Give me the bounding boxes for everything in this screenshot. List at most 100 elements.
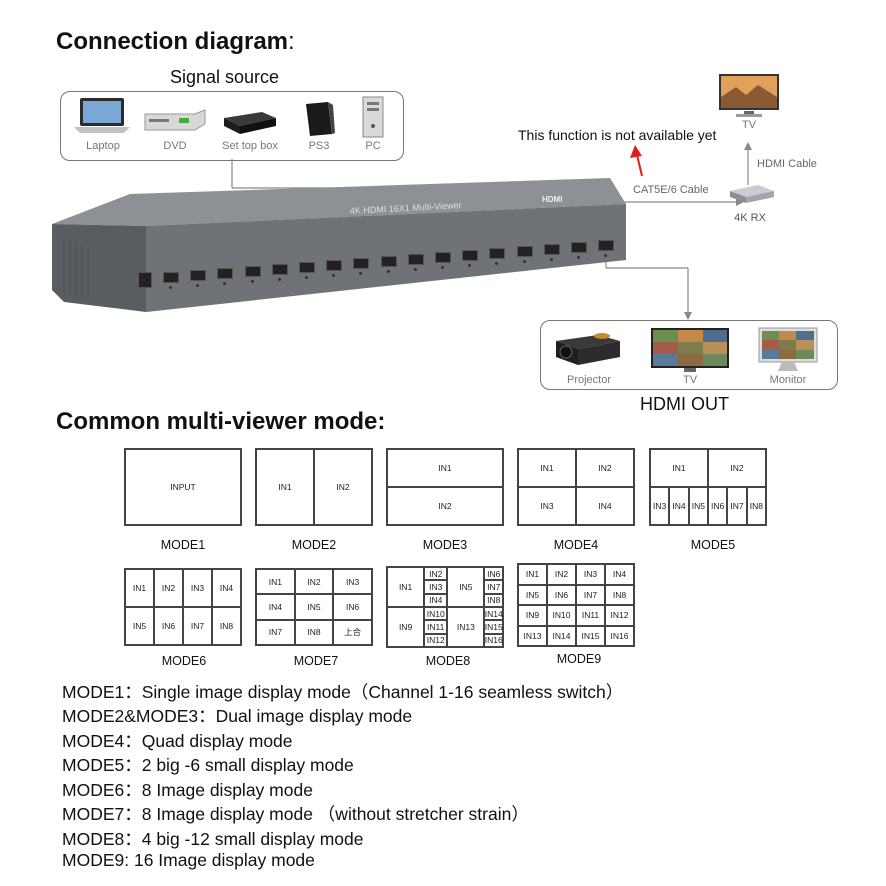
mode9-cell: IN4 xyxy=(605,564,634,585)
tv-icon xyxy=(719,74,779,117)
mode5-cell: IN7 xyxy=(727,487,747,525)
mode8-caption: MODE8 xyxy=(425,654,471,668)
mode4-cell: IN2 xyxy=(576,449,634,487)
mode5-cell: IN8 xyxy=(746,487,766,525)
source-label-set-top-box: Set top box xyxy=(222,140,278,152)
mode8-cell: IN2 xyxy=(424,567,448,581)
mode9-cell: IN9 xyxy=(518,605,547,626)
mode4-cell: IN4 xyxy=(576,487,634,525)
hdmi-input-port xyxy=(407,254,424,265)
mode3-caption: MODE3 xyxy=(422,538,468,552)
power-port xyxy=(138,272,152,288)
mode8-cell: IN7 xyxy=(484,580,503,594)
monitor-icon xyxy=(758,327,818,371)
port-indicator xyxy=(169,286,172,289)
page-title-colon: : xyxy=(288,28,295,55)
signal-source-heading: Signal source xyxy=(170,67,280,87)
mode4-cell: IN1 xyxy=(518,449,576,487)
mode9-cell: IN3 xyxy=(576,564,605,585)
mode7-caption: MODE7 xyxy=(293,654,339,668)
mode9-cell: IN2 xyxy=(547,564,576,585)
mode7-cell: IN8 xyxy=(294,619,334,645)
mode5-cell: IN3 xyxy=(650,487,670,525)
output-label-monitor: Monitor xyxy=(769,374,807,386)
hdmi-input-port xyxy=(299,262,315,273)
mode9-cell: IN10 xyxy=(547,605,576,626)
dvd-player-icon xyxy=(144,109,206,131)
mode9-cell: IN11 xyxy=(576,605,605,626)
mode7-cell: 上合 xyxy=(333,619,372,645)
mode4-cell: IN3 xyxy=(518,487,576,525)
source-label-dvd: DVD xyxy=(163,140,187,152)
mode7-cell: IN7 xyxy=(256,619,295,645)
mode3-cell: IN1 xyxy=(387,449,503,487)
mode7-cell: IN4 xyxy=(256,594,295,620)
port-indicator xyxy=(386,270,390,273)
output-tv-icon xyxy=(651,328,729,372)
device-brand-text: HDMI xyxy=(542,195,562,204)
ps3-console-icon xyxy=(306,102,335,136)
mode5-cell: IN1 xyxy=(650,449,708,487)
port-indicator xyxy=(277,278,281,281)
mode8-cell: IN1 xyxy=(387,567,425,607)
mode6-cell: IN2 xyxy=(154,569,183,607)
page-title-text: Connection diagram xyxy=(56,28,289,55)
mode-description: MODE8：4 big -12 small display mode xyxy=(62,829,364,849)
mode8-cell: IN9 xyxy=(387,607,425,647)
port-indicator xyxy=(223,282,227,285)
mode-description: MODE4：Quad display mode xyxy=(62,731,293,751)
mode7-cell: IN2 xyxy=(294,569,334,595)
hdmi-input-port xyxy=(571,242,587,253)
mode5-cell: IN6 xyxy=(708,487,728,525)
hdmi-input-port xyxy=(244,266,261,277)
port-indicator xyxy=(332,274,336,277)
hdmi-input-port xyxy=(163,272,179,283)
mode8-cell: IN10 xyxy=(424,607,448,621)
mode6-cell: IN3 xyxy=(183,569,212,607)
mode7-cell: IN5 xyxy=(294,594,334,620)
rx-receiver-icon xyxy=(730,185,774,203)
pc-tower-icon xyxy=(362,96,384,138)
hdmi-input-port xyxy=(380,256,397,267)
port-indicator xyxy=(196,284,200,287)
mode9-cell: IN15 xyxy=(576,625,605,646)
port-indicator xyxy=(522,260,526,263)
mode2-cell: IN1 xyxy=(256,449,314,525)
port-indicator xyxy=(413,268,417,271)
laptop-icon xyxy=(74,98,130,133)
mode6-cell: IN8 xyxy=(212,607,241,645)
mode9-cell: IN5 xyxy=(518,584,547,605)
source-label-ps3: PS3 xyxy=(308,140,330,152)
mode6-cell: IN7 xyxy=(183,607,212,645)
mode-description: MODE1：Single image display mode（Channel … xyxy=(62,682,624,702)
hdmi-input-port xyxy=(326,260,343,271)
hdmi-input-port xyxy=(217,268,234,279)
rx-label: 4K RX xyxy=(734,212,766,224)
mode9-cell: IN14 xyxy=(547,625,576,646)
mode-description: MODE2&MODE3：Dual image display mode xyxy=(62,706,413,726)
hdmi-out-heading: HDMI OUT xyxy=(640,394,729,414)
cat-cable-label: CAT5E/6 Cable xyxy=(633,184,709,196)
mode3-cell: IN2 xyxy=(387,487,503,525)
port-indicator xyxy=(250,280,254,283)
mode8-cell: IN6 xyxy=(484,567,503,581)
mode9-cell: IN16 xyxy=(605,625,634,646)
mode6-cell: IN4 xyxy=(212,569,241,607)
mode9-cell: IN12 xyxy=(605,605,634,626)
mode-description: MODE9: 16 Image display mode xyxy=(62,850,315,870)
port-indicator xyxy=(549,258,553,261)
mode9-cell: IN8 xyxy=(605,584,634,605)
source-label-laptop: Laptop xyxy=(86,140,120,152)
hdmi-output-port xyxy=(598,240,615,251)
source-label-pc: PC xyxy=(365,140,381,152)
mode7-cell: IN3 xyxy=(333,569,372,595)
mode5-cell: IN5 xyxy=(688,487,708,525)
mode8-cell: IN3 xyxy=(424,580,448,594)
mode1-caption: MODE1 xyxy=(160,538,206,552)
port-indicator xyxy=(441,266,444,269)
port-indicator xyxy=(359,272,363,275)
